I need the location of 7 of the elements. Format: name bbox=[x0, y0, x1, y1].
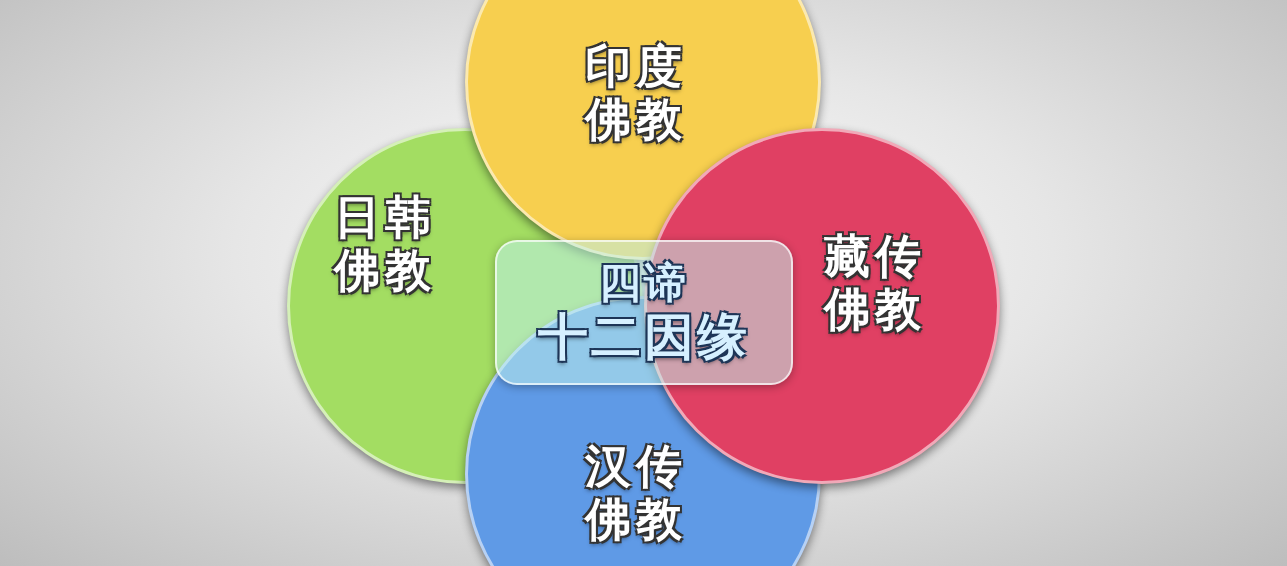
center-text: 四谛 bbox=[599, 259, 689, 307]
circle-label: 藏传佛教 bbox=[822, 230, 927, 336]
circle-label: 印度佛教 bbox=[583, 40, 688, 146]
center-text: 十二因缘 bbox=[538, 310, 750, 366]
circle-label: 汉传佛教 bbox=[583, 440, 688, 546]
center-panel bbox=[495, 240, 793, 385]
circle-label: 日韩佛教 bbox=[332, 191, 437, 297]
